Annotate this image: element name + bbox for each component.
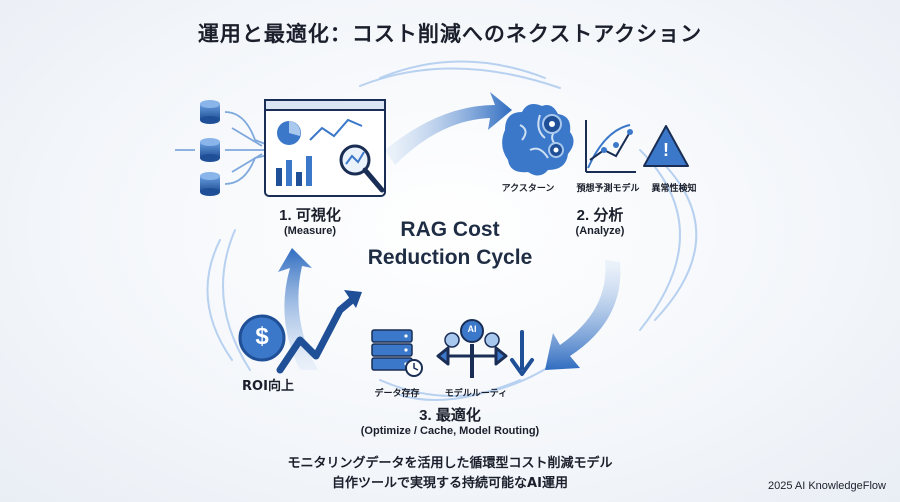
data-flow-lines [175,111,269,185]
label-cache: データ存存 [374,389,420,399]
footer-line1: モニタリングデータを活用した循環型コスト削減モデル [287,456,613,471]
roi-label: ROI向上 [242,379,294,394]
step-analyze-sub: (Analyze) [575,225,625,237]
step-measure: 1. 可視化 (Measure) [250,204,370,237]
dashboard-icon [264,99,386,197]
center-title: RAG Cost Reduction Cycle [330,216,570,272]
center-title-line1: RAG Cost [400,218,500,241]
step-optimize-title: 3. 最適化 [419,407,481,424]
forecast-chart-icon [585,120,636,173]
step-measure-title: 1. 可視化 [279,207,341,224]
exclamation-icon: ! [663,140,669,160]
database-icons [200,100,220,196]
label-routing: モデルルーティ [444,389,508,399]
ai-badge: AI [467,324,477,334]
step-optimize: 3. 最適化 (Optimize / Cache, Model Routing) [330,404,570,437]
dollar-icon: $ [255,323,269,350]
step-measure-sub: (Measure) [284,225,336,237]
step-analyze-title: 2. 分析 [576,207,624,224]
alert-icon [643,125,689,167]
label-cluster: アクスターン [501,184,555,194]
cache-server-icon [371,329,423,377]
model-routing-icon [436,319,534,378]
label-forecast-model: 預想予測モデル [576,184,640,194]
step-analyze: 2. 分析 (Analyze) [545,204,655,237]
arrow-to-measure [278,248,318,370]
label-anomaly-detection: 異常性検知 [651,184,697,194]
footer-line2: 自作ツールで実現する持続可能なAI運用 [332,476,568,491]
arrow-to-analyze [385,92,512,165]
page-title: 運用と最適化：コスト削減へのネクストアクション [197,22,703,46]
roi-growth-icon [238,290,362,374]
center-title-line2: Reduction Cycle [367,246,533,269]
brain-gear-icon [502,104,574,176]
step-optimize-sub: (Optimize / Cache, Model Routing) [360,425,540,437]
arrow-to-optimize [545,260,621,370]
swirl-lines [206,60,698,401]
credit: 2025 AI KnowledgeFlow [767,480,886,492]
